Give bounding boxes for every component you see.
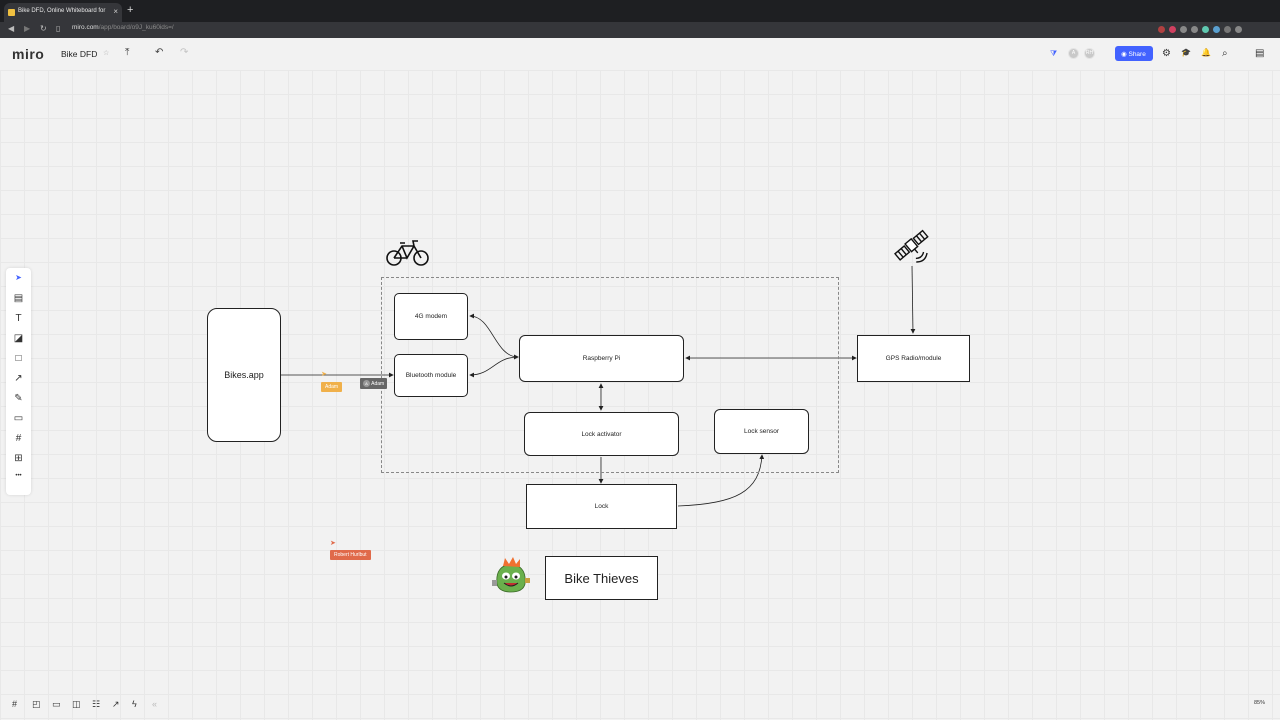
notifications-icon[interactable]: 🔔: [1201, 48, 1211, 57]
miro-logo[interactable]: miro: [12, 46, 45, 62]
collaborator-cursor-tag: Robert Hurlbut: [330, 550, 371, 560]
notes-icon[interactable]: ▤: [1255, 48, 1265, 59]
share-icon: ◉: [1121, 51, 1127, 58]
gps-label: GPS Radio/module: [885, 355, 942, 362]
collapse-icon[interactable]: «: [152, 699, 158, 709]
collaborator-avatar: A: [363, 380, 370, 387]
screens-icon[interactable]: ◫: [72, 699, 81, 709]
bikes-app-label: Bikes.app: [224, 370, 264, 380]
filter-icon[interactable]: ⧩: [1050, 49, 1058, 58]
upload-tool-icon[interactable]: ⊞: [14, 453, 23, 464]
bluetooth-node[interactable]: Bluetooth module: [394, 354, 468, 397]
bike-thieves-node[interactable]: Bike Thieves: [545, 556, 658, 600]
browser-extension-icon[interactable]: [1224, 26, 1231, 33]
forward-icon[interactable]: ▶: [24, 24, 31, 33]
lock-activator-label: Lock activator: [581, 430, 622, 438]
modem-node[interactable]: 4G modem: [394, 293, 468, 340]
star-icon[interactable]: ☆: [103, 50, 110, 57]
board-canvas[interactable]: [0, 70, 1280, 720]
export-icon[interactable]: ⤒: [125, 47, 130, 58]
modem-label: 4G modem: [414, 313, 448, 320]
comments-icon[interactable]: ▭: [52, 699, 61, 709]
kanban-icon[interactable]: ☷: [92, 699, 101, 709]
select-tool-icon[interactable]: ➤: [15, 273, 22, 282]
collaborator-badge-label: Adam: [371, 381, 385, 387]
url-host: miro.com: [72, 24, 99, 31]
power-ups-icon[interactable]: ϟ: [132, 699, 137, 709]
comment-tool-icon[interactable]: ▭: [13, 413, 24, 424]
app-header: miro Bike DFD ☆ ⤒ ↶ ↷ ⧩ A RH ◉ Share ⚙ 🎓…: [0, 38, 1280, 70]
back-icon[interactable]: ◀: [8, 24, 15, 33]
browser-extension-icon[interactable]: [1169, 26, 1176, 33]
lock-node[interactable]: Lock: [526, 484, 677, 529]
raspberry-pi-label: Raspberry Pi: [582, 355, 621, 362]
avatar[interactable]: A: [1068, 48, 1079, 59]
connector-tool-icon[interactable]: ↗: [14, 373, 23, 384]
reactions-icon[interactable]: ↗: [112, 699, 120, 709]
lock-sensor-node[interactable]: Lock sensor: [714, 409, 809, 454]
bike-boundary-frame[interactable]: [381, 277, 839, 473]
sticky-note-tool-icon[interactable]: ◪: [13, 333, 24, 344]
cards-icon[interactable]: ◰: [32, 699, 41, 709]
browser-extension-icon[interactable]: [1191, 26, 1198, 33]
learn-icon[interactable]: 🎓: [1181, 48, 1191, 57]
bookmark-icon[interactable]: ▯: [56, 24, 61, 33]
miro-favicon-icon: [8, 9, 15, 16]
shape-tool-icon[interactable]: □: [15, 353, 22, 364]
collaborator-cursor-tag: Adam: [321, 382, 343, 392]
collaborator-badge: A Adam: [360, 378, 388, 389]
more-tools-icon[interactable]: •••: [15, 473, 22, 479]
zoom-level[interactable]: 85%: [1254, 700, 1266, 706]
browser-extension-icon[interactable]: [1180, 26, 1187, 33]
frames-icon[interactable]: #: [12, 699, 18, 709]
share-button[interactable]: ◉ Share: [1115, 46, 1153, 61]
left-toolbar: ➤ ▤ T ◪ □ ↗ ✎ ▭ # ⊞ •••: [6, 268, 31, 495]
new-tab-button[interactable]: +: [127, 4, 134, 16]
lock-activator-node[interactable]: Lock activator: [524, 412, 679, 456]
browser-extension-icon[interactable]: [1213, 26, 1220, 33]
lock-label: Lock: [594, 503, 609, 510]
board-name[interactable]: Bike DFD: [61, 49, 98, 59]
redo-icon[interactable]: ↷: [180, 47, 189, 58]
address-field[interactable]: miro.com/app/board/o9J_ku60ids=/: [72, 24, 174, 31]
browser-extension-icon[interactable]: [1235, 26, 1242, 33]
browser-extension-icon[interactable]: [1202, 26, 1209, 33]
templates-tool-icon[interactable]: ▤: [13, 293, 24, 304]
text-tool-icon[interactable]: T: [15, 313, 22, 324]
lock-sensor-label: Lock sensor: [743, 428, 780, 435]
search-icon[interactable]: ⌕: [1222, 48, 1228, 59]
reload-icon[interactable]: ↻: [40, 24, 47, 33]
browser-extension-icon[interactable]: [1158, 26, 1165, 33]
url-path: /app/board/o9J_ku60ids=/: [98, 24, 174, 31]
browser-tab[interactable]: Bike DFD, Online Whiteboard for ×: [4, 3, 122, 22]
tab-close-icon[interactable]: ×: [113, 7, 118, 16]
pen-tool-icon[interactable]: ✎: [14, 393, 23, 404]
bikes-app-node[interactable]: Bikes.app: [207, 308, 281, 442]
avatar[interactable]: RH: [1084, 48, 1095, 59]
settings-icon[interactable]: ⚙: [1162, 48, 1171, 59]
raspberry-pi-node[interactable]: Raspberry Pi: [519, 335, 684, 382]
browser-url-bar: ◀ ▶ ↻ ▯ miro.com/app/board/o9J_ku60ids=/: [0, 22, 1280, 38]
cursor-arrow-icon: ➤: [330, 540, 336, 547]
bluetooth-label: Bluetooth module: [405, 372, 457, 379]
undo-icon[interactable]: ↶: [155, 47, 164, 58]
frame-tool-icon[interactable]: #: [15, 433, 22, 444]
cursor-arrow-icon: ➤: [321, 371, 327, 378]
browser-tab-bar: Bike DFD, Online Whiteboard for × +: [0, 0, 1280, 22]
gps-node[interactable]: GPS Radio/module: [857, 335, 970, 382]
tab-title: Bike DFD, Online Whiteboard for: [18, 8, 106, 14]
share-label: Share: [1128, 51, 1146, 58]
bike-thieves-label: Bike Thieves: [564, 570, 639, 586]
